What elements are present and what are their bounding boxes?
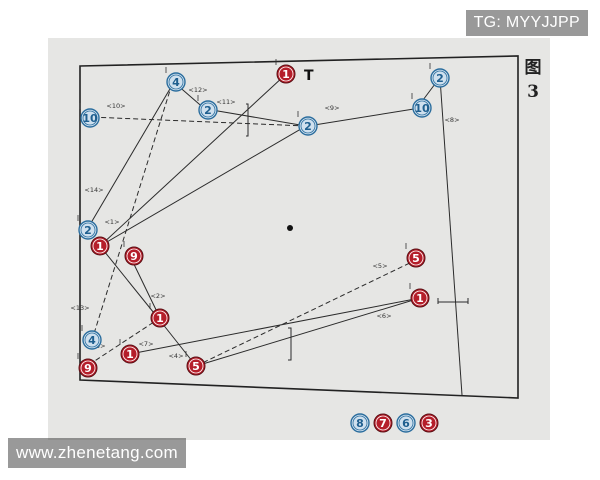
player-number: 2 xyxy=(436,72,444,85)
player-blue-2: 2 xyxy=(77,215,98,240)
pass-line xyxy=(99,125,307,247)
pass-line xyxy=(87,81,175,229)
legend-number: 6 xyxy=(402,417,410,430)
player-number: 1 xyxy=(156,312,164,325)
player-number: 9 xyxy=(130,250,138,263)
run-line xyxy=(129,255,161,319)
player-blue-10: 10 xyxy=(79,103,100,128)
figure-label-char: 图 xyxy=(524,58,542,78)
court-boundary xyxy=(79,55,519,399)
step-label: <12> xyxy=(188,86,207,94)
player-number: 1 xyxy=(282,68,290,81)
step-label: <5> xyxy=(372,262,387,270)
legend-badge-red-7: 7 xyxy=(373,413,393,433)
figure-label: 图 3 xyxy=(520,56,546,104)
legend-badge-blue-6: 6 xyxy=(396,413,416,433)
dashed-run-line xyxy=(89,116,307,127)
player-blue-10: 10 xyxy=(411,93,432,118)
movement-lines xyxy=(87,75,469,396)
legend-number: 8 xyxy=(356,417,364,430)
dashed-run-line xyxy=(89,317,161,365)
step-label: <10> xyxy=(106,102,125,110)
step-label: <4> xyxy=(168,352,183,360)
dashed-run-line xyxy=(195,259,417,367)
player-number: 2 xyxy=(304,120,312,133)
players-layer: 1 1 9 1 1 9 5 5 1 4 2 2 2 10 10 2 4 xyxy=(77,59,450,378)
center-spot xyxy=(287,225,293,231)
player-number: 10 xyxy=(82,112,98,125)
legend-badge-red-3: 3 xyxy=(419,413,439,433)
run-line xyxy=(439,77,463,396)
paper-page xyxy=(48,38,550,440)
player-number: 1 xyxy=(126,348,134,361)
legend-badge-blue-8: 8 xyxy=(350,413,370,433)
legend-number: 3 xyxy=(425,417,433,430)
run-line xyxy=(307,107,421,127)
legend-layer: 8 7 6 3 xyxy=(350,413,439,433)
watermark-tg: TG: MYYJJPP xyxy=(465,10,588,36)
player-number: 9 xyxy=(84,362,92,375)
player-number: 1 xyxy=(96,240,104,253)
player-blue-2: 2 xyxy=(429,63,450,88)
player-number: 4 xyxy=(88,334,96,347)
figure-label-number: 3 xyxy=(527,82,539,102)
player-red-1: 1 xyxy=(119,339,140,364)
player-number: 4 xyxy=(172,76,180,89)
player-number: 2 xyxy=(204,104,212,117)
run-line xyxy=(211,109,307,127)
step-label: <2> xyxy=(150,292,165,300)
player-red-5: 5 xyxy=(405,243,426,268)
player-red-1: 1 xyxy=(275,59,296,84)
player-blue-4: 4 xyxy=(165,67,186,92)
step-label: <1> xyxy=(104,218,119,226)
player-number: 5 xyxy=(412,252,420,265)
player-red-1: 1 xyxy=(409,283,430,308)
player-blue-2: 2 xyxy=(297,111,318,136)
step-label: <8> xyxy=(444,116,459,124)
player-red-1: 1 xyxy=(89,231,110,256)
bracket-mark xyxy=(246,103,249,137)
player-number: 5 xyxy=(192,360,200,373)
player-number: 10 xyxy=(414,102,430,115)
player-number: 1 xyxy=(416,292,424,305)
player-number: 2 xyxy=(84,224,92,237)
player-blue-2: 2 xyxy=(197,95,218,120)
player-blue-4: 4 xyxy=(81,325,102,350)
step-label: <14> xyxy=(84,186,103,194)
dashed-run-line xyxy=(91,83,173,341)
pass-line xyxy=(195,297,421,367)
player-red-9: 9 xyxy=(123,241,144,266)
watermark-site: www.zhenetang.com xyxy=(8,438,186,468)
player-red-1: 1 xyxy=(149,303,170,328)
step-label: <11> xyxy=(216,98,235,106)
step-labels-layer: <1><2><3><4><5><6><7><8><9><10><11><12><… xyxy=(70,86,459,360)
bracket-mark xyxy=(437,298,469,304)
step-label: <9> xyxy=(324,104,339,112)
step-label: <13> xyxy=(70,304,89,312)
step-label: <7> xyxy=(138,340,153,348)
player-red-9: 9 xyxy=(77,353,98,378)
player-red-5: 5 xyxy=(185,351,206,376)
pass-line xyxy=(129,297,421,355)
run-line xyxy=(99,245,159,319)
step-label: <6> xyxy=(376,312,391,320)
bracket-mark xyxy=(288,327,292,361)
legend-number: 7 xyxy=(379,417,387,430)
